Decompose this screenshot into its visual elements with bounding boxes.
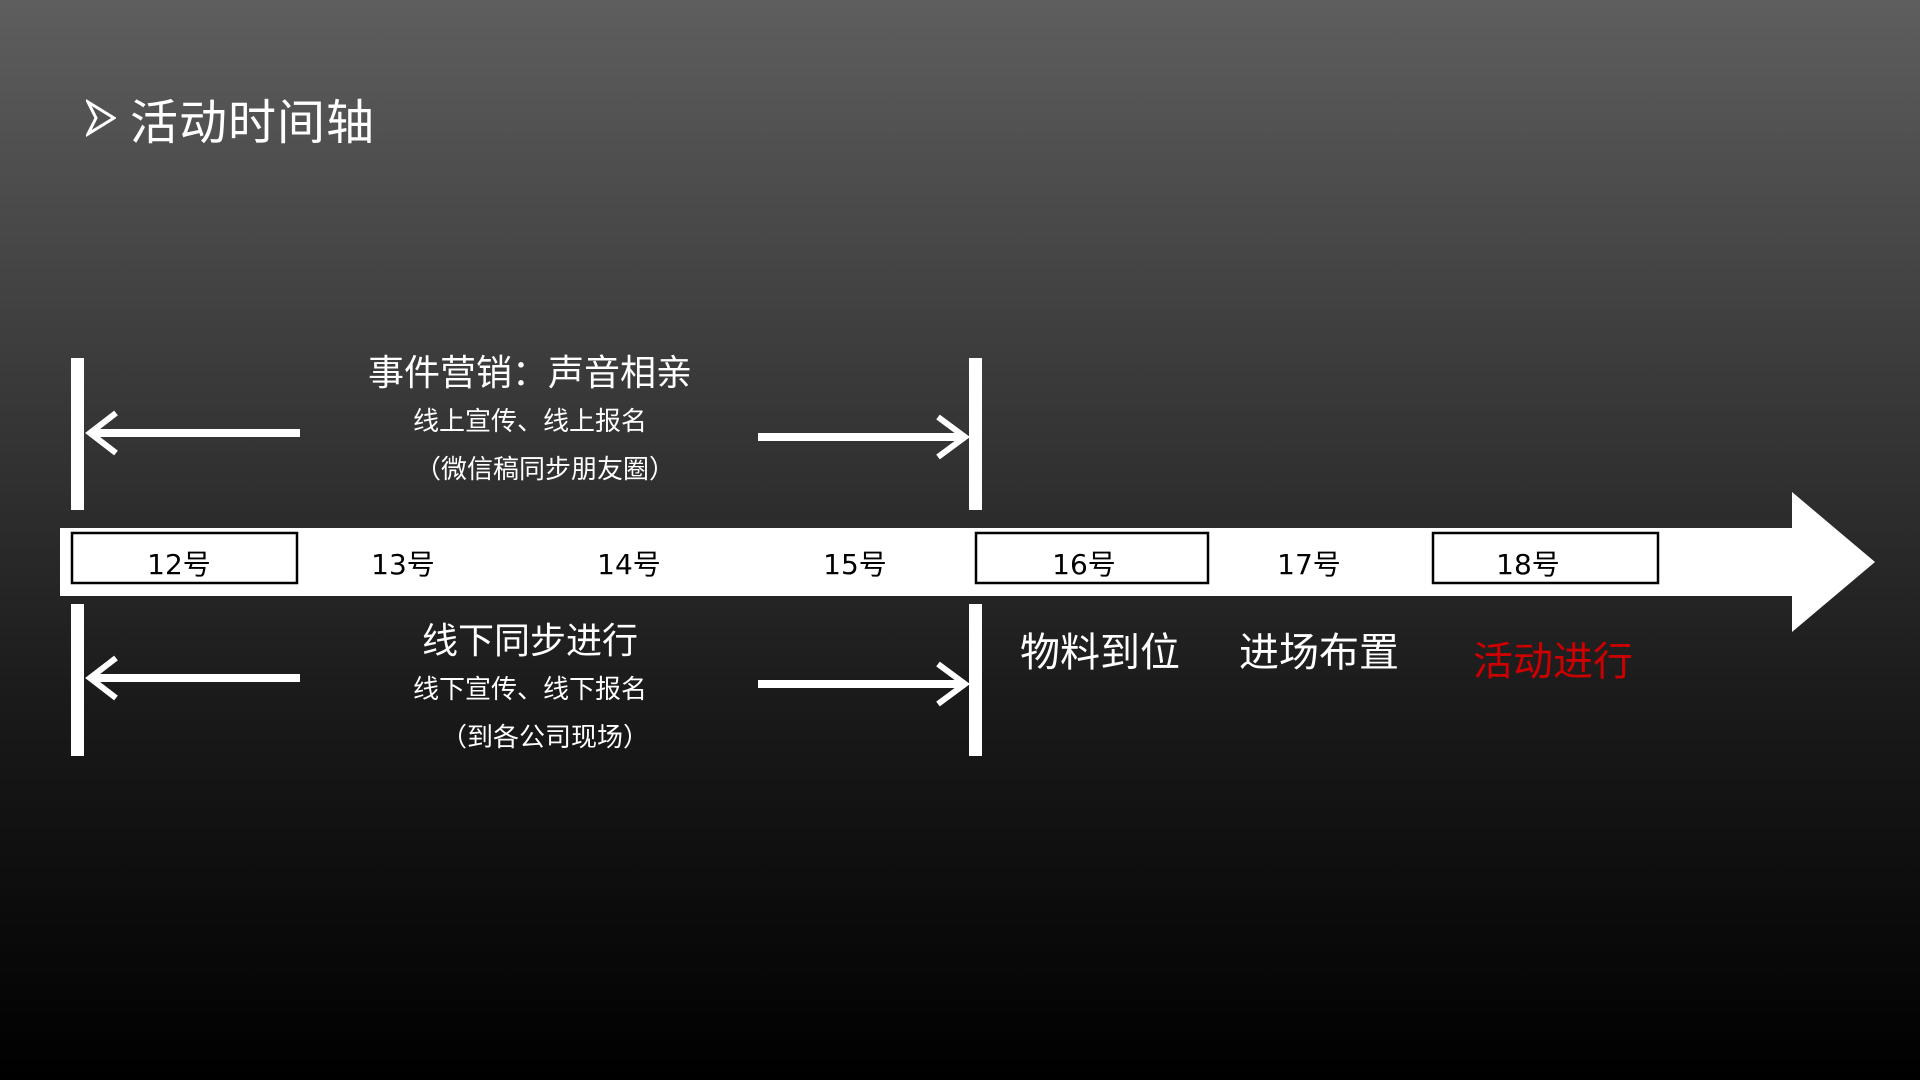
online-phase: 事件营销：声音相亲 线上宣传、线上报名 （微信稿同步朋友圈） <box>320 350 740 494</box>
online-phase-line2: （微信稿同步朋友圈） <box>414 455 675 485</box>
day-label-16: 16号 <box>1052 548 1116 581</box>
day-label-13: 13号 <box>371 548 435 581</box>
stage-event: 活动进行 <box>1473 639 1633 685</box>
offline-phase-title: 线下同步进行 <box>421 621 638 662</box>
day-label-15: 15号 <box>823 548 887 581</box>
day-label-17: 17号 <box>1277 548 1341 581</box>
phase-bar-right-top <box>969 358 982 510</box>
stage-materials: 物料到位 <box>1020 630 1180 676</box>
page-title: 活动时间轴 <box>130 95 376 151</box>
day-label-12: 12号 <box>147 548 211 581</box>
phase-bar-right-bottom <box>969 604 982 756</box>
phase-bar-left-top <box>71 358 84 510</box>
day-label-18: 18号 <box>1496 548 1560 581</box>
day-box-18 <box>1431 531 1660 585</box>
online-arrow-left <box>85 410 300 456</box>
offline-phase-line2: （到各公司现场） <box>440 723 649 753</box>
phase-bar-left-bottom <box>71 604 84 756</box>
online-phase-title: 事件营销：声音相亲 <box>367 353 692 394</box>
arrow-bullet-icon <box>86 99 116 137</box>
stage-setup: 进场布置 <box>1239 630 1399 676</box>
online-phase-line1: 线上宣传、线上报名 <box>412 407 647 437</box>
offline-arrow-left <box>85 655 300 701</box>
day-box-12 <box>70 531 299 585</box>
online-arrow-right <box>758 414 971 460</box>
day-label-14: 14号 <box>597 548 661 581</box>
offline-arrow-right <box>758 661 971 707</box>
offline-phase-line1: 线下宣传、线下报名 <box>412 675 647 705</box>
timeline-arrow <box>60 492 1875 632</box>
offline-phase: 线下同步进行 线下宣传、线下报名 （到各公司现场） <box>320 618 740 762</box>
day-box-16 <box>974 531 1210 585</box>
slide-title: 活动时间轴 <box>86 88 375 151</box>
